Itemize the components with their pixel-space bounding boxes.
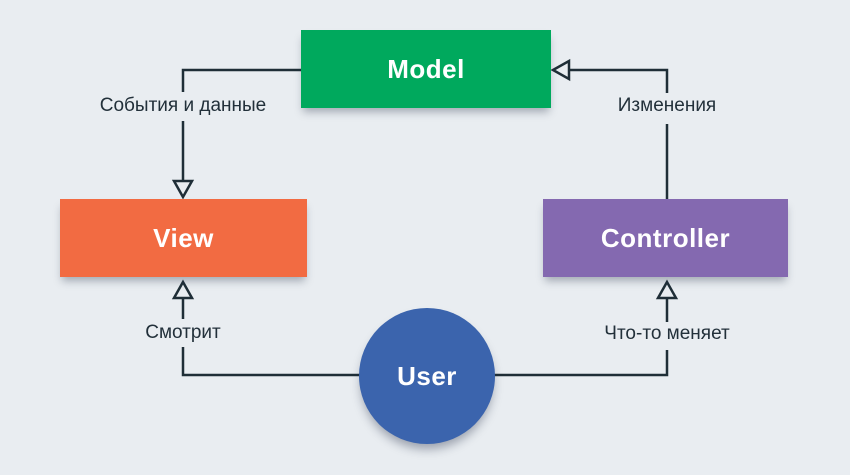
node-view: View — [60, 199, 307, 277]
node-user: User — [359, 308, 495, 444]
edge-user-view-line-bottom — [181, 347, 360, 377]
arrowhead-into-view-bottom-icon — [171, 279, 195, 300]
edge-label-watches: Смотрит — [145, 322, 221, 343]
edge-controller-model-line-top — [570, 68, 669, 93]
arrowhead-into-controller-bottom-icon — [655, 279, 679, 300]
arrowhead-into-view-top-icon — [171, 179, 195, 200]
node-model-label: Model — [387, 53, 465, 84]
node-controller: Controller — [543, 199, 788, 277]
arrowhead-into-model-right-icon — [550, 58, 571, 82]
edge-model-view-line-top — [181, 68, 301, 92]
node-controller-label: Controller — [600, 222, 731, 253]
node-model: Model — [301, 30, 551, 108]
edge-label-events-and-data: События и данные — [99, 95, 267, 116]
node-view-label: View — [153, 222, 214, 253]
edge-label-changes: Изменения — [617, 95, 717, 116]
edge-user-controller-line-bottom — [494, 350, 669, 377]
edge-label-changes-something: Что-то меняет — [604, 323, 730, 344]
node-user-label: User — [397, 360, 457, 391]
